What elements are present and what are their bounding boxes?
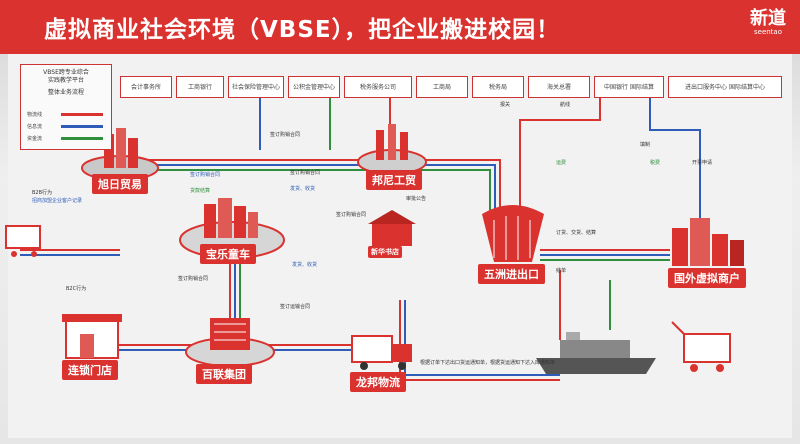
legend-info-label: 信息流 [27, 124, 43, 130]
label-transport-contract: 签订运输合同 [280, 304, 311, 310]
label-logistics-note: 根据订单下达出口货运通知单，根据货运通知下达入库通知单 [420, 360, 556, 366]
info-line [100, 164, 496, 210]
label-sign-contract-3: 签订购销合同 [290, 170, 321, 176]
label-route: 航线 [560, 102, 571, 108]
legend-box: VBSE跨专业综合 实践教学平台 整体业务流程 物流线 信息流 资金流 [20, 64, 112, 150]
label-taxes: 税费 [650, 160, 661, 166]
legend-money-line [61, 137, 103, 140]
topbox-customs: 海关总署 [528, 76, 590, 98]
ship-icon [536, 332, 656, 374]
label-freight: 运费 [556, 160, 567, 166]
legend-title-1: VBSE跨专业综合 [43, 69, 89, 76]
truck-icon [351, 335, 412, 370]
legend-money-label: 资金流 [27, 136, 43, 142]
label-order-delivery: 订货、交货、结算 [556, 230, 597, 236]
node-xinhua-bookstore: 新华书店 [368, 246, 402, 258]
node-baole-toy: 宝乐童车 [200, 244, 256, 264]
label-settlement: 结单 [556, 268, 567, 274]
label-ship-receive-2: 发货、收货 [292, 262, 318, 268]
legend-title-2: 实践教学平台 [47, 77, 84, 84]
money-line [100, 169, 491, 210]
label-b2b-detail: 招商加盟企业客户记录 [32, 198, 83, 204]
topbox-import-export-center: 进出口服务中心 国际结算中心 [668, 76, 782, 98]
topbox-housing-fund: 公积金管理中心 [288, 76, 340, 98]
bangni-building [357, 124, 427, 175]
goods-line [399, 300, 560, 381]
topbox-boc: 中国银行 国际结算 [594, 76, 664, 98]
goods-line [100, 159, 501, 210]
label-invoice-request: 开票申请 [692, 160, 713, 166]
node-longbang-logistics: 龙邦物流 [350, 372, 406, 392]
bailian-building [185, 318, 275, 367]
wuzhou-building [482, 205, 544, 262]
label-customs: 报关 [500, 102, 511, 108]
topbox-tax-service: 税务服务公司 [344, 76, 412, 98]
node-bangni: 邦尼工贸 [366, 170, 422, 190]
title-bar: 虚拟商业社会环境（VBSE），把企业搬进校园！ 新道 seentao [0, 0, 800, 54]
guowai-building [672, 218, 744, 266]
legend-title: VBSE跨专业综合 实践教学平台 [21, 69, 111, 85]
liansuo-building [62, 314, 122, 359]
label-b2c: B2C行为 [66, 286, 87, 292]
right-cart-icon [671, 321, 731, 372]
logo-subtext: seentao [753, 28, 782, 36]
legend-goods-line [61, 113, 103, 116]
info-line [649, 96, 701, 230]
label-sign-contract-5: 签订购销合同 [178, 276, 209, 282]
label-fill: 填制 [640, 142, 651, 148]
label-sign-contract-2: 签订购销合同 [190, 172, 221, 178]
node-xuri-trade: 旭日贸易 [92, 174, 148, 194]
label-b2b: B2B行为 [32, 190, 53, 196]
label-sign-contract-4: 签订购销合同 [336, 212, 367, 218]
label-sign-contract: 签订购销合同 [270, 132, 301, 138]
legend-subtitle: 整体业务流程 [47, 89, 84, 96]
node-foreign-merchant: 国外虚拟商户 [668, 268, 746, 288]
topbox-icbc: 工商银行 [176, 76, 224, 98]
page-title: 虚拟商业社会环境（VBSE），把企业搬进校园！ [44, 17, 561, 43]
logo-text: 新道 [750, 8, 786, 29]
topbox-tax-bureau: 税务局 [472, 76, 524, 98]
node-chain-store: 连锁门店 [62, 360, 118, 380]
node-wuzhou: 五洲进出口 [478, 264, 545, 284]
goods-line [519, 96, 601, 210]
topbox-business-bureau: 工商局 [416, 76, 468, 98]
brand-logo: 新道 seentao [750, 4, 786, 36]
label-ship-receive: 发货、收货 [290, 186, 316, 192]
label-approval: 审批公告 [406, 196, 427, 202]
legend-info-line [61, 125, 103, 128]
left-cart-icon [5, 225, 41, 257]
topbox-social-insurance: 社会保险管理中心 [228, 76, 284, 98]
label-payment: 货款结算 [190, 188, 211, 194]
node-bailian-group: 百联集团 [196, 364, 252, 384]
topbox-accounting: 会计事务所 [120, 76, 172, 98]
legend-goods-label: 物流线 [27, 112, 43, 118]
xinhua-building [368, 210, 416, 246]
